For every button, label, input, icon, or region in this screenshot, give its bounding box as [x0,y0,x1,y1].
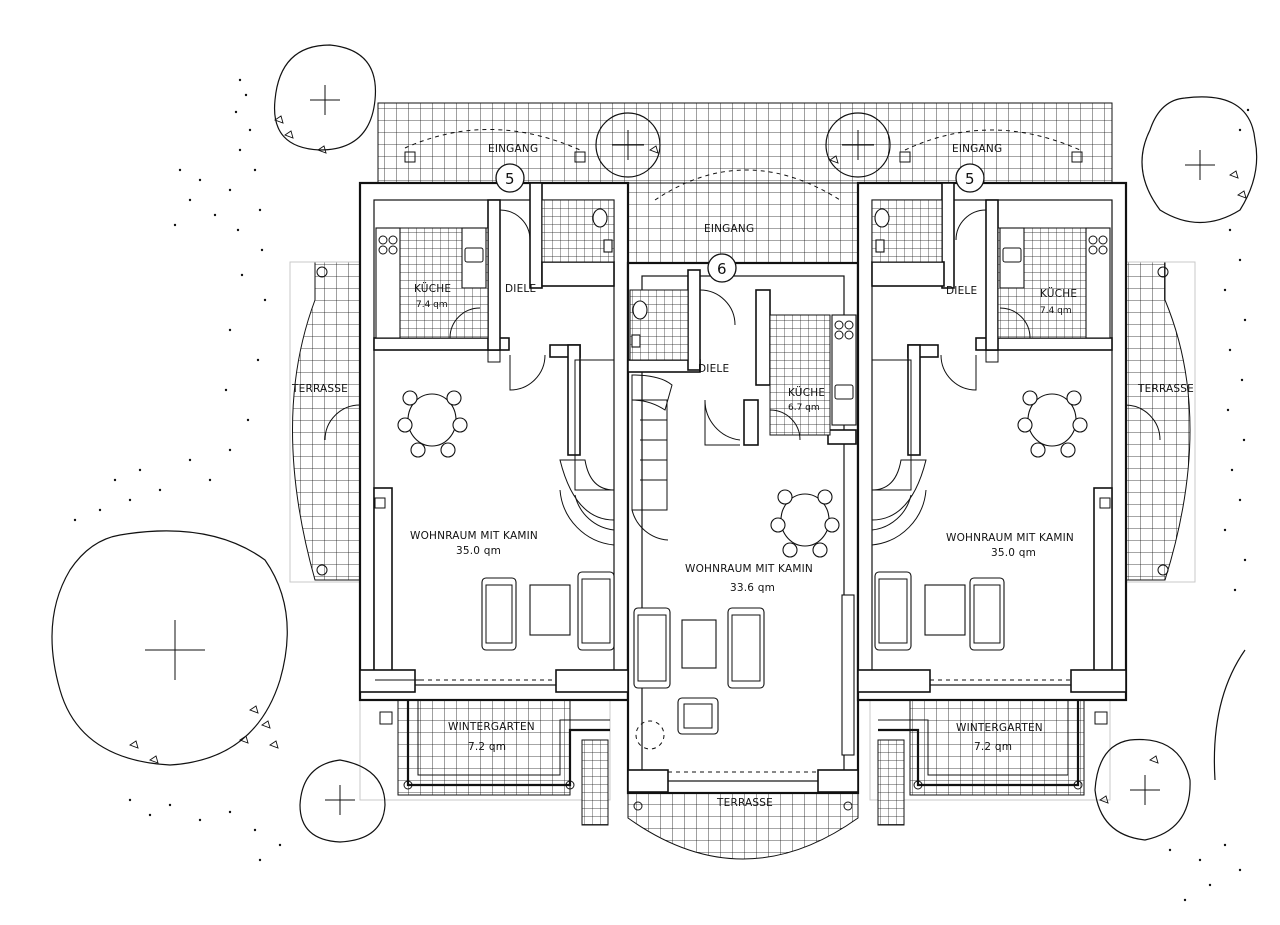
living-area-left: 35.0 qm [456,545,501,557]
entrance-paths [404,129,1081,201]
kitchen-area-right: 7.4 qm [1040,306,1072,316]
wintergarden-label-right: WINTERGARTEN [956,722,1043,734]
kitchen-area-middle: 6.7 qm [788,403,820,413]
kitchen-area-left: 7.4 qm [416,300,448,310]
doors [324,209,1161,773]
kitchen-label-right: KÜCHE [1040,287,1077,300]
stairs [559,359,927,546]
wintergarden-area-right: 7.2 qm [974,741,1012,753]
living-area-right: 35.0 qm [991,547,1036,559]
furniture-middle [633,489,855,756]
shrubs [73,78,1250,902]
unit-number-left: 5 [505,170,515,188]
furniture-right [874,390,1088,651]
living-label-left: WOHNRAUM MIT KAMIN [410,530,538,542]
wintergarden-label-left: WINTERGARTEN [448,721,535,733]
kitchen-label-left: KÜCHE [414,282,451,295]
kitchen-label-middle: KÜCHE [788,386,825,399]
hall-label-left: DIELE [505,283,536,295]
posts [316,151,1169,811]
terrace-label-middle: TERRASSE [716,797,773,809]
wintergardens [406,700,1080,826]
wet-rooms [375,199,1111,436]
terrace-label-left: TERRASSE [291,383,348,395]
terrace-label-right: TERRASSE [1137,383,1194,395]
paving [292,102,1191,860]
furniture-left [397,390,615,651]
wintergarden-area-left: 7.2 qm [468,741,506,753]
unit-number-right: 5 [965,170,975,188]
living-label-right: WOHNRAUM MIT KAMIN [946,532,1074,544]
entrance-label-left: EINGANG [488,143,538,155]
entrance-label-middle: EINGANG [704,223,754,235]
hall-label-middle: DIELE [698,363,729,375]
hall-label-right: DIELE [946,285,977,297]
living-area-middle: 33.6 qm [730,582,775,594]
labels: EINGANG 5 KÜCHE 7.4 qm DIELE TERRASSE WO… [291,143,1194,809]
unit-number-middle: 6 [717,260,727,278]
interior-walls [359,182,1127,793]
entrance-label-right: EINGANG [952,143,1002,155]
trees [51,44,1258,843]
unit-markers [495,163,985,283]
living-label-middle: WOHNRAUM MIT KAMIN [685,563,813,575]
